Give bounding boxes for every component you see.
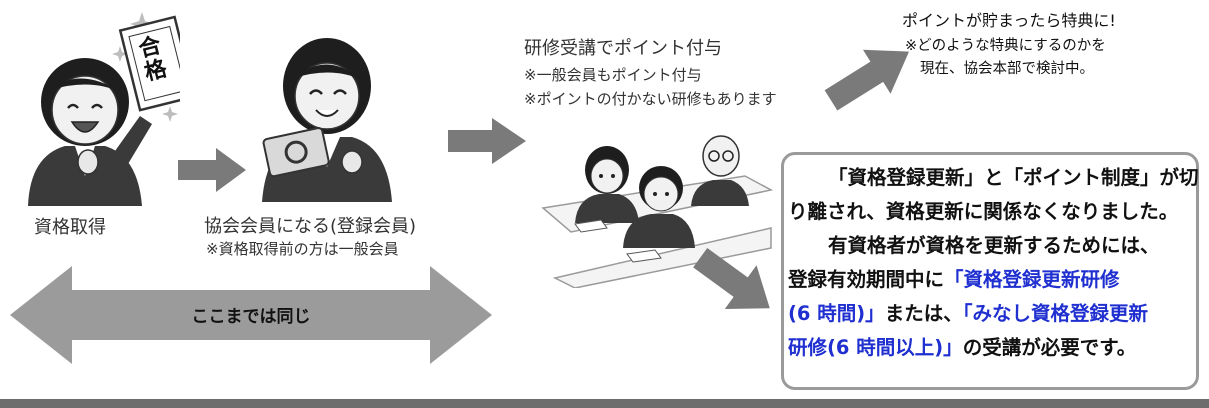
- training-note-1: ※一般会員もポイント付与: [524, 66, 702, 84]
- info-line-6-text: の受講が必要です。: [962, 336, 1137, 359]
- info-line-4-text: 登録有効期間中に: [788, 268, 945, 291]
- person-passed-illustration: [28, 12, 180, 206]
- info-line-3: 有資格者が資格を更新するためには、: [828, 234, 1160, 257]
- training-title: 研修受講でポイント付与: [524, 38, 722, 59]
- training-note-2: ※ポイントの付かない研修もあります: [524, 90, 777, 108]
- bottom-bar: [0, 399, 1209, 408]
- step-acquire-label: 資格取得: [34, 217, 106, 238]
- arrow-to-training-icon: [448, 118, 526, 164]
- info-highlight-deemed-hours: 研修(6 時間以上)」: [788, 336, 963, 359]
- info-highlight-deemed: 「みなし資格登録更新: [962, 302, 1148, 325]
- info-line-6: 研修(6 時間以上)」の受講が必要です。: [788, 331, 1136, 360]
- info-line-5-text: または、: [884, 302, 963, 325]
- info-line-5: (6 時間)」または、「みなし資格登録更新: [788, 297, 1148, 326]
- step-member-label: 協会会員になる(登録会員): [204, 216, 417, 237]
- info-box: 「資格登録更新」と「ポイント制度」が切 り離され、資格更新に関係なくなりました。…: [781, 152, 1199, 390]
- arrow-to-info-box-icon: [693, 248, 770, 309]
- info-line-2: り離され、資格更新に関係なくなりました。: [788, 200, 1179, 223]
- info-line-4: 登録有効期間中に「資格登録更新研修: [788, 263, 1120, 292]
- member-card-illustration: [262, 38, 392, 202]
- arrow-to-benefit-icon: [824, 49, 910, 111]
- step-member-note: ※資格取得前の方は一般会員: [206, 240, 399, 258]
- benefit-note-2: 現在、協会本部で検討中。: [920, 61, 1094, 77]
- info-highlight-hours: (6 時間)」: [788, 302, 885, 325]
- info-highlight-course: 「資格登録更新研修: [944, 268, 1120, 291]
- info-line-1: 「資格登録更新」と「ポイント制度」が切: [828, 166, 1199, 189]
- arrow-to-member-icon: [178, 148, 246, 192]
- benefit-note-1: ※どのような特典にするのかを: [905, 38, 1106, 54]
- same-until-here-label: ここまでは同じ: [191, 307, 311, 327]
- training-seminar-illustration: [541, 135, 774, 288]
- same-until-here-arrow: [10, 266, 492, 364]
- benefit-title: ポイントが貯まったら特典に!: [902, 11, 1116, 30]
